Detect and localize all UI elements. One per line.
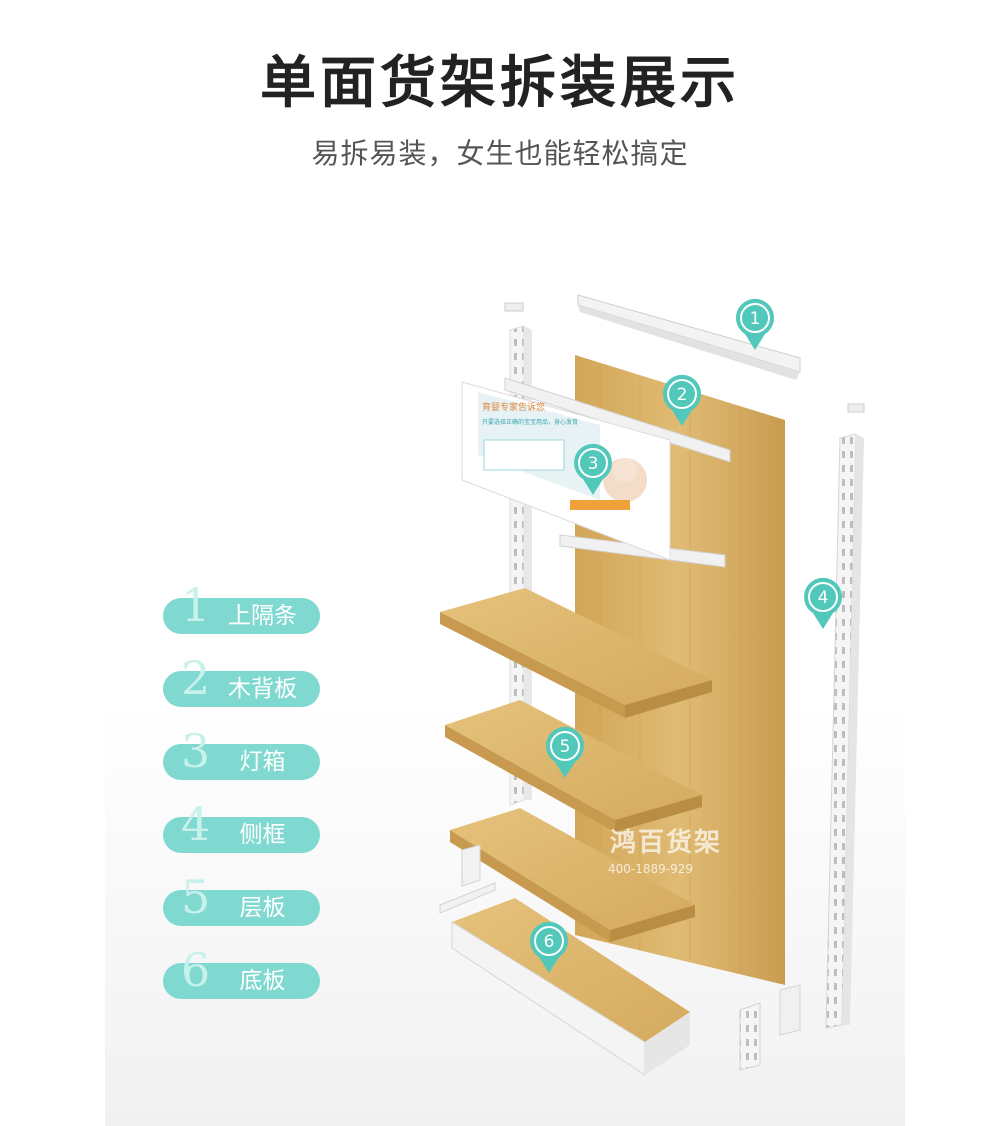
marker-2: 2 <box>663 374 701 426</box>
marker-3-label: 3 <box>588 454 599 474</box>
legend-item-2: 2 木背板 <box>163 655 320 707</box>
legend-item-1: 1 上隔条 <box>163 582 320 634</box>
legend-number: 1 <box>181 578 211 632</box>
legend-item-3: 3 灯箱 <box>163 728 320 780</box>
legend-label: 灯箱 <box>239 749 286 775</box>
lightbox: 育婴专家告诉您 只要选择正确的宝宝用品，身心发育 <box>461 381 671 561</box>
legend-label: 上隔条 <box>228 603 297 629</box>
legend-number: 2 <box>181 651 211 705</box>
marker-1-label: 1 <box>750 309 761 329</box>
right-side-frame <box>825 403 865 1029</box>
marker-6-label: 6 <box>544 932 555 952</box>
legend-number: 5 <box>181 870 211 924</box>
phone-watermark: 400-1889-929 <box>608 862 694 876</box>
legend-label: 木背板 <box>228 676 297 702</box>
marker-4: 4 <box>804 577 842 629</box>
brand-watermark: 鸿百货架 <box>610 828 723 858</box>
page-title: 单面货架拆装展示 <box>260 51 740 116</box>
marker-3: 3 <box>574 443 612 495</box>
marker-5: 5 <box>546 726 584 778</box>
marker-1: 1 <box>736 298 774 350</box>
legend-number: 6 <box>181 943 211 997</box>
lightbox-headline: 育婴专家告诉您 <box>482 401 545 413</box>
legend-item-5: 5 层板 <box>163 874 320 926</box>
shelf-1 <box>440 588 712 718</box>
marker-2-label: 2 <box>677 385 688 405</box>
top-beam <box>577 294 801 380</box>
lightbox-subline: 只要选择正确的宝宝用品，身心发育 <box>482 418 578 426</box>
page-subtitle: 易拆易装，女生也能轻松搞定 <box>311 137 689 170</box>
marker-4-label: 4 <box>818 588 829 608</box>
marker-6: 6 <box>530 921 568 973</box>
legend-number: 4 <box>181 797 211 851</box>
shelf-3 <box>450 808 695 942</box>
legend-item-6: 6 底板 <box>163 947 320 999</box>
legend-label: 层板 <box>239 895 286 921</box>
base-plate <box>451 898 690 1076</box>
legend-label: 侧框 <box>239 822 286 848</box>
legend-item-4: 4 侧框 <box>163 801 320 853</box>
legend-label: 底板 <box>239 968 286 994</box>
legend-number: 3 <box>181 724 211 778</box>
marker-5-label: 5 <box>560 737 571 757</box>
